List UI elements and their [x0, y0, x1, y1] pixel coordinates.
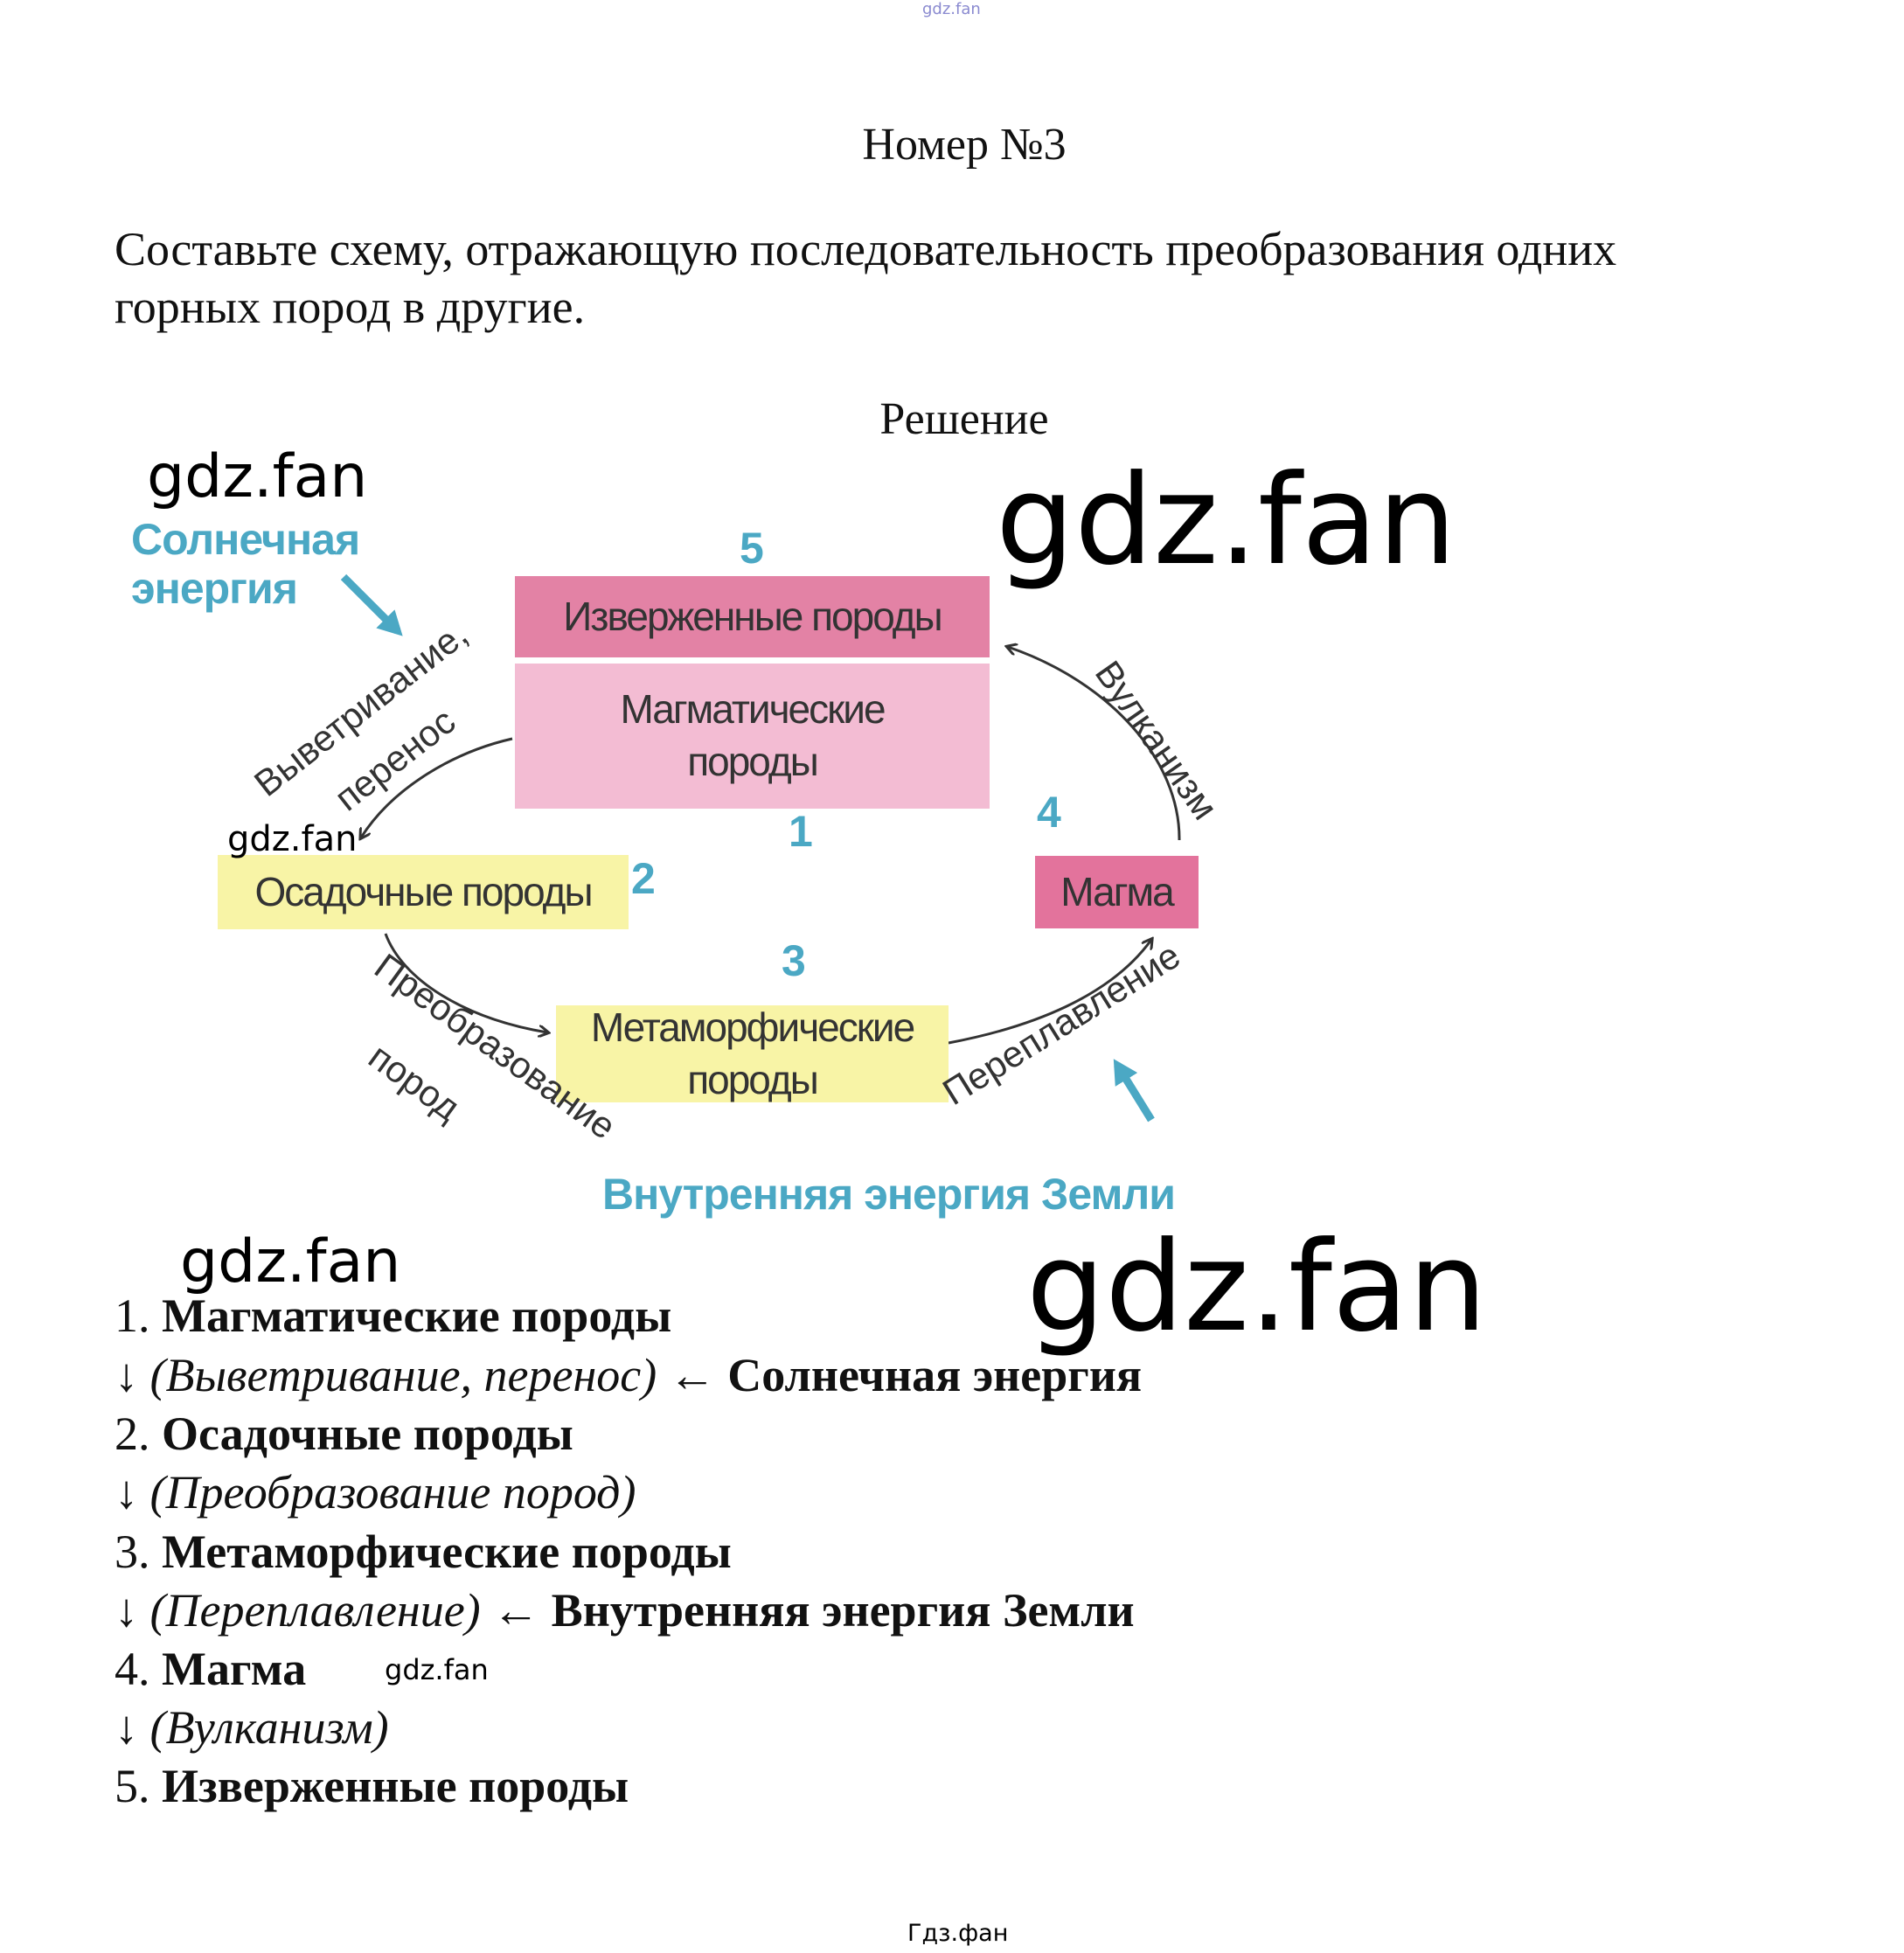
arrow-weathering — [361, 737, 513, 837]
arrow-earth-energy — [1113, 1059, 1155, 1122]
step-number-1: 1 — [789, 807, 813, 856]
process-text: (Вулканизм) — [149, 1701, 389, 1754]
watermark-large: gdz.fan — [1026, 1215, 1487, 1359]
watermark-large: gdz.fan — [996, 448, 1456, 593]
answer-item: 2. Осадочные породы — [115, 1410, 573, 1457]
box-igneous-label: Изверженные породы — [563, 593, 942, 639]
solar-energy-label-line1: Солнечная — [131, 515, 360, 564]
footer-watermark: Гдз.фан — [907, 1920, 1009, 1947]
box-sedimentary-label: Осадочные породы — [254, 868, 593, 914]
box-metamorphic-label-line1: Метаморфические — [590, 1004, 915, 1050]
energy-source: Солнечная энергия — [727, 1349, 1143, 1401]
watermark: gdz.fan — [147, 442, 368, 511]
answer-process: ↓ (Выветривание, перенос) ← Солнечная эн… — [115, 1352, 1142, 1399]
arrow-solar-energy — [340, 573, 403, 636]
left-arrow-icon: ← — [492, 1584, 540, 1637]
box-magmatic-rocks: Магматические породы — [515, 664, 990, 809]
process-text: (Выветривание, перенос) — [149, 1349, 657, 1401]
task-text-line2: горных пород в другие. — [115, 281, 586, 333]
item-text: Магматические породы — [162, 1289, 672, 1342]
answer-process: ↓ (Вулканизм) — [115, 1704, 389, 1751]
step-number-2: 2 — [631, 854, 656, 903]
box-sedimentary-rocks: Осадочные породы — [218, 855, 629, 929]
arrow-volcanism — [1008, 647, 1181, 841]
arrow-remelting — [948, 940, 1151, 1045]
answer-item: 1. Магматические породы — [115, 1292, 671, 1339]
watermark: gdz.fan — [180, 1227, 401, 1296]
answer-item: 3. Метаморфические породы — [115, 1528, 732, 1575]
answer-item: 4. Магма — [115, 1645, 306, 1692]
answer-process: ↓ (Переплавление) ← Внутренняя энергия З… — [115, 1587, 1135, 1634]
arrow-transformation — [384, 933, 547, 1032]
box-magmatic-label-line1: Магматические — [620, 686, 886, 733]
process-text: (Переплавление) — [149, 1584, 481, 1637]
box-magmatic-label-line2: породы — [687, 739, 819, 784]
watermark-top: gdz.fan — [922, 0, 981, 18]
down-arrow-icon: ↓ — [115, 1466, 138, 1519]
step-number-4: 4 — [1037, 788, 1061, 837]
watermark: gdz.fan — [227, 819, 358, 859]
solar-energy-label-line2: энергия — [131, 564, 298, 613]
box-magma: Магма — [1035, 856, 1199, 928]
item-number: 3. — [115, 1526, 150, 1578]
item-number: 2. — [115, 1407, 150, 1460]
energy-source: Внутренняя энергия Земли — [551, 1584, 1135, 1637]
item-text: Магма — [162, 1643, 307, 1695]
solution-heading: Решение — [879, 394, 1049, 444]
down-arrow-icon: ↓ — [115, 1349, 138, 1401]
box-magma-label: Магма — [1060, 868, 1174, 914]
left-arrow-icon: ← — [668, 1349, 716, 1401]
item-number: 1. — [115, 1289, 150, 1342]
earth-energy-label: Внутренняя энергия Земли — [602, 1170, 1176, 1219]
box-metamorphic-label-line2: породы — [687, 1056, 819, 1102]
watermark: gdz.fan — [385, 1653, 489, 1686]
item-text: Осадочные породы — [162, 1407, 573, 1460]
item-text: Изверженные породы — [162, 1760, 629, 1812]
box-igneous-rocks: Изверженные породы — [515, 576, 990, 657]
item-text: Метаморфические породы — [162, 1526, 732, 1578]
answer-process: ↓ (Преобразование пород) — [115, 1469, 636, 1516]
page-title: Номер №3 — [862, 120, 1067, 170]
item-number: 4. — [115, 1643, 150, 1695]
process-text: (Преобразование пород) — [149, 1466, 636, 1519]
item-number: 5. — [115, 1760, 150, 1812]
step-number-5: 5 — [740, 524, 764, 573]
task-text-line1: Составьте схему, отражающую последовател… — [115, 223, 1617, 275]
down-arrow-icon: ↓ — [115, 1584, 138, 1637]
step-number-3: 3 — [782, 936, 806, 985]
box-metamorphic-rocks: Метаморфические породы — [556, 1004, 949, 1102]
down-arrow-icon: ↓ — [115, 1701, 138, 1754]
answer-item: 5. Изверженные породы — [115, 1762, 629, 1810]
